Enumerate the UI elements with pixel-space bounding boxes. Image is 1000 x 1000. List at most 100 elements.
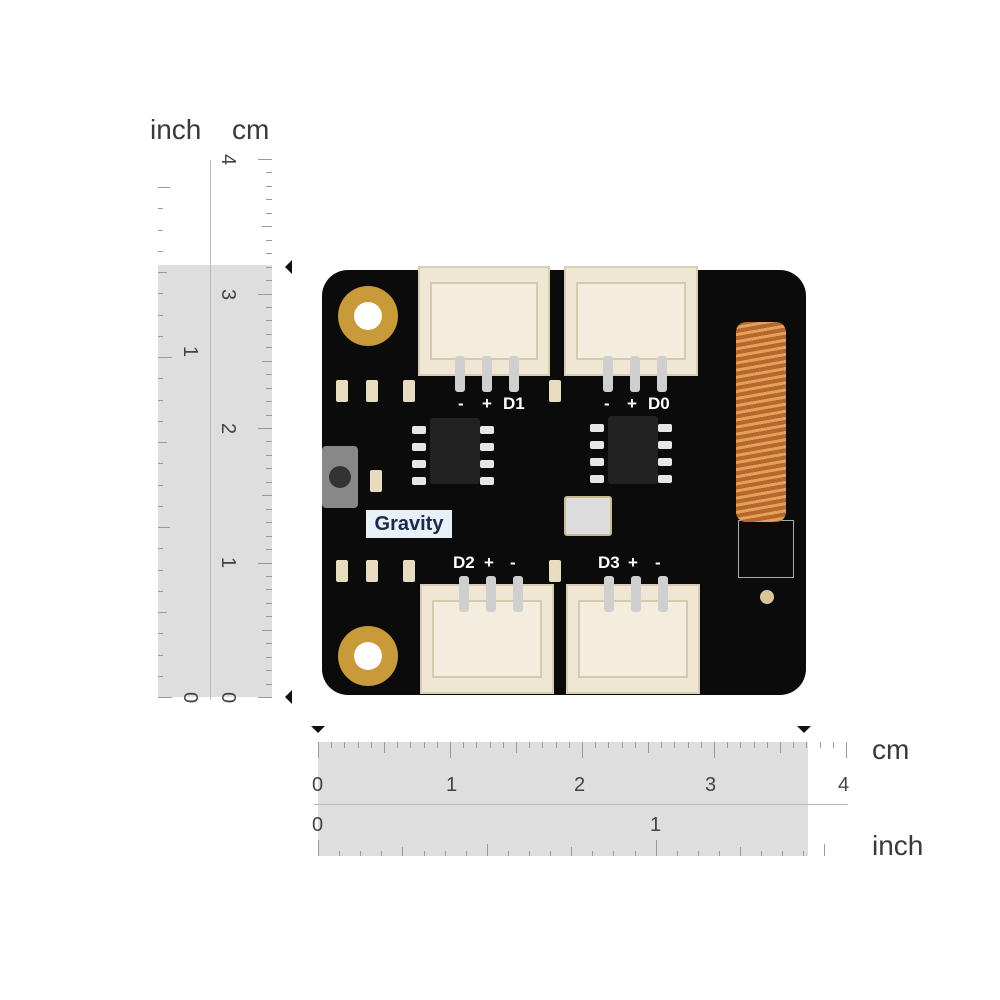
- ruler-tick: [832, 742, 834, 748]
- silk-d3: D3: [598, 553, 620, 572]
- ruler-tick: [158, 697, 172, 698]
- ruler-tick: [687, 742, 689, 748]
- ruler-tick: [266, 347, 272, 349]
- ruler-tick: [266, 320, 272, 322]
- ruler-tick: [266, 374, 272, 376]
- ruler-tick: [158, 590, 163, 592]
- ruler-tick: [266, 441, 272, 443]
- vertical-ruler-divider: [210, 160, 211, 700]
- ruler-tick: [158, 187, 170, 188]
- ruler-tick: [266, 549, 272, 551]
- ruler-tick: [262, 629, 272, 631]
- ruler-tick: [339, 851, 341, 856]
- ruler-tick: [819, 742, 821, 748]
- ruler-tick: [158, 399, 163, 401]
- ruler-tick: [824, 844, 826, 856]
- vertical-ruler-inch-unit: inch: [150, 114, 202, 145]
- ruler-tick: [258, 428, 272, 429]
- ruler-tick: [331, 742, 333, 748]
- silk-d2-plus: +: [484, 553, 494, 572]
- ruler-tick: [266, 172, 272, 174]
- silk-d2: D2: [453, 553, 475, 572]
- ruler-tick: [266, 643, 272, 645]
- ruler-tick: [266, 535, 272, 537]
- ruler-tick: [258, 293, 272, 295]
- ruler-tick: [158, 229, 163, 231]
- h-cm-label-4: 4: [838, 774, 850, 796]
- h-cm-label-0: 0: [312, 774, 324, 796]
- h-inch-label-0: 0: [312, 814, 324, 836]
- silk-d0-minus: -: [604, 394, 610, 413]
- silk-d0: D0: [648, 394, 670, 413]
- ruler-tick: [476, 742, 478, 748]
- ruler-tick: [266, 589, 272, 591]
- ruler-tick: [402, 847, 404, 856]
- ic-chip-left: [430, 418, 480, 484]
- ruler-tick: [516, 742, 517, 753]
- ruler-tick: [266, 616, 272, 618]
- ruler-tick: [266, 656, 272, 658]
- ruler-tick: [158, 335, 163, 337]
- ruler-tick: [780, 742, 781, 753]
- h-cm-label-1: 1: [446, 774, 458, 796]
- horizontal-ruler-shaded-range: [318, 742, 808, 856]
- ruler-tick: [318, 742, 319, 758]
- ruler-tick: [266, 670, 272, 672]
- ruler-tick: [266, 414, 272, 416]
- ruler-tick: [262, 495, 272, 497]
- ruler-tick: [262, 360, 272, 362]
- ruler-tick: [727, 742, 729, 748]
- ruler-tick: [158, 633, 163, 635]
- ruler-tick: [571, 847, 573, 856]
- ruler-tick: [555, 742, 557, 748]
- ruler-tick: [158, 272, 167, 273]
- vertical-ruler-cm-unit: cm: [232, 114, 270, 145]
- ruler-tick: [158, 569, 163, 571]
- silk-d0-plus: +: [627, 394, 637, 413]
- ruler-tick: [258, 562, 272, 564]
- gravity-logo: Gravity: [366, 510, 452, 538]
- v-inch-label-1: 1: [179, 345, 202, 358]
- ruler-tick: [262, 226, 272, 228]
- horizontal-ruler-inch-unit: inch: [872, 830, 924, 861]
- v-cm-label-0: 0: [217, 691, 240, 704]
- ruler-tick: [714, 742, 715, 758]
- ruler-tick: [661, 742, 663, 748]
- ruler-tick: [158, 357, 172, 358]
- ruler-tick: [410, 742, 412, 748]
- ruler-tick: [266, 266, 272, 268]
- ruler-tick: [266, 683, 272, 685]
- ruler-tick: [444, 851, 446, 856]
- ruler-tick: [595, 742, 597, 748]
- ruler-tick: [436, 742, 438, 748]
- ruler-tick: [158, 463, 163, 465]
- right-edge-marker: [797, 726, 811, 740]
- antenna-pad: [760, 590, 774, 604]
- ruler-tick: [766, 742, 768, 748]
- ruler-tick: [258, 159, 272, 160]
- ruler-tick: [718, 851, 720, 856]
- ruler-tick: [542, 742, 544, 748]
- ruler-tick: [529, 851, 530, 856]
- ruler-tick: [266, 454, 272, 456]
- ruler-tick: [806, 742, 808, 748]
- ruler-tick: [158, 612, 167, 613]
- ruler-tick: [846, 742, 847, 758]
- ruler-tick: [266, 602, 272, 604]
- ruler-tick: [740, 847, 741, 856]
- ruler-tick: [803, 851, 805, 856]
- ruler-tick: [266, 333, 272, 335]
- ruler-tick: [423, 742, 425, 748]
- ruler-tick: [158, 527, 170, 528]
- ruler-tick: [158, 484, 163, 486]
- ruler-tick: [266, 199, 272, 201]
- ruler-tick: [357, 742, 359, 748]
- ruler-tick: [502, 742, 504, 748]
- ruler-tick: [266, 239, 272, 241]
- ruler-tick: [158, 442, 167, 443]
- ruler-tick: [697, 851, 699, 856]
- ruler-tick: [634, 742, 636, 748]
- ruler-tick: [384, 742, 385, 753]
- ruler-tick: [397, 742, 399, 748]
- antenna-outline: [738, 520, 794, 578]
